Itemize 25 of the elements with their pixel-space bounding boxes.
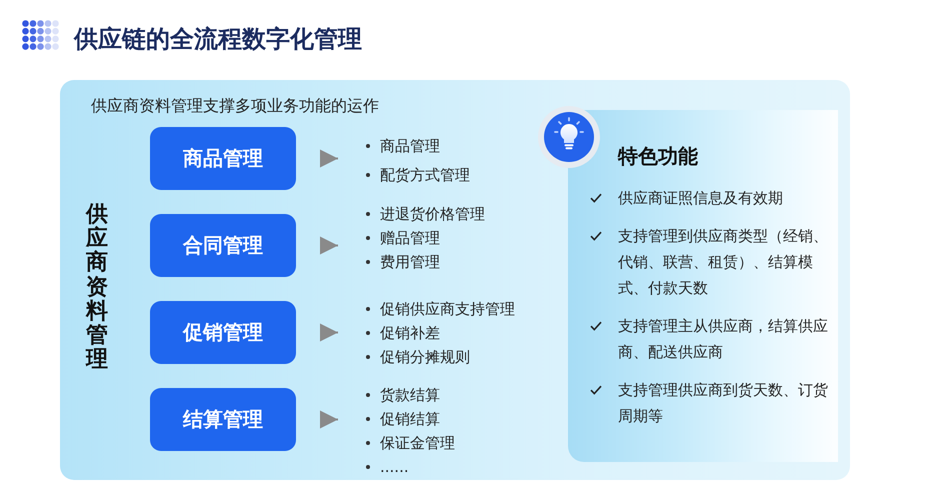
list-item: 配货方式管理 (380, 164, 470, 184)
content-panel (60, 80, 850, 480)
module-box: 商品管理 (150, 127, 296, 190)
module-box: 促销管理 (150, 301, 296, 364)
list-item: 货款结算 (380, 385, 440, 405)
module-box: 结算管理 (150, 388, 296, 451)
panel-heading: 供应商资料管理支撑多项业务功能的运作 (91, 96, 379, 116)
list-item: 保证金管理 (380, 433, 455, 453)
list-item: 促销分摊规则 (380, 347, 470, 367)
list-item: 商品管理 (380, 136, 440, 156)
feature-text: 支持管理主从供应商，结算供应商、配送供应商 (618, 316, 829, 363)
feature-text: 支持管理供应商到货天数、订货周期等 (618, 380, 829, 427)
list-item: ...... (380, 457, 409, 477)
module-box: 合同管理 (150, 214, 296, 277)
vertical-title: 供应商资料管理 (86, 203, 108, 372)
list-item: 促销结算 (380, 409, 440, 429)
feature-text: 供应商证照信息及有效期 (618, 188, 784, 209)
list-item: 促销补差 (380, 323, 440, 343)
list-item: 进退货价格管理 (380, 204, 485, 224)
list-item: 促销供应商支持管理 (380, 299, 515, 319)
feature-heading: 特色功能 (618, 144, 698, 168)
list-item: 赠品管理 (380, 228, 440, 248)
page-title: 供应链的全流程数字化管理 (74, 24, 362, 54)
feature-text: 支持管理到供应商类型（经销、代销、联营、租赁）、结算模式、付款天数 (618, 226, 829, 299)
list-item: 费用管理 (380, 252, 440, 272)
